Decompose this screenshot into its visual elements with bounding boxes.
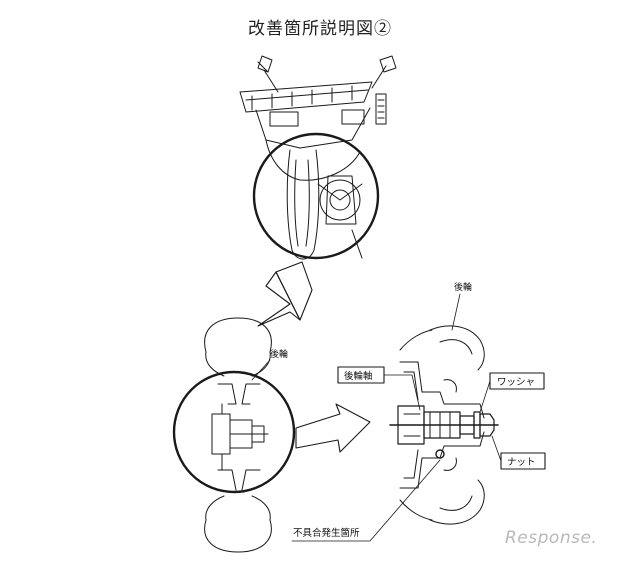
label-rear-wheel-large: 後輪 <box>454 281 472 293</box>
wheel-section-detail: 後輪軸 ワッシャ ナット 後輪 不具合発生箇所 <box>291 281 546 542</box>
watermark-logo: Response. <box>505 528 598 548</box>
arrow-1 <box>257 261 313 327</box>
highlight-circle-scooter <box>252 132 380 260</box>
label-rear-wheel-small: 後輪 <box>270 348 288 360</box>
label-defect-location: 不具合発生箇所 <box>293 527 360 539</box>
arrow-2 <box>295 403 371 453</box>
label-nut: ナット <box>507 457 536 468</box>
scooter-rear-view <box>239 55 397 260</box>
label-rear-axle: 後輪軸 <box>344 370 373 382</box>
highlight-circle-wheel <box>172 370 296 494</box>
wheel-section-small: 後輪 <box>172 317 296 553</box>
page-title: 改善箇所説明図② <box>248 19 392 39</box>
label-washer: ワッシャ <box>497 377 535 388</box>
